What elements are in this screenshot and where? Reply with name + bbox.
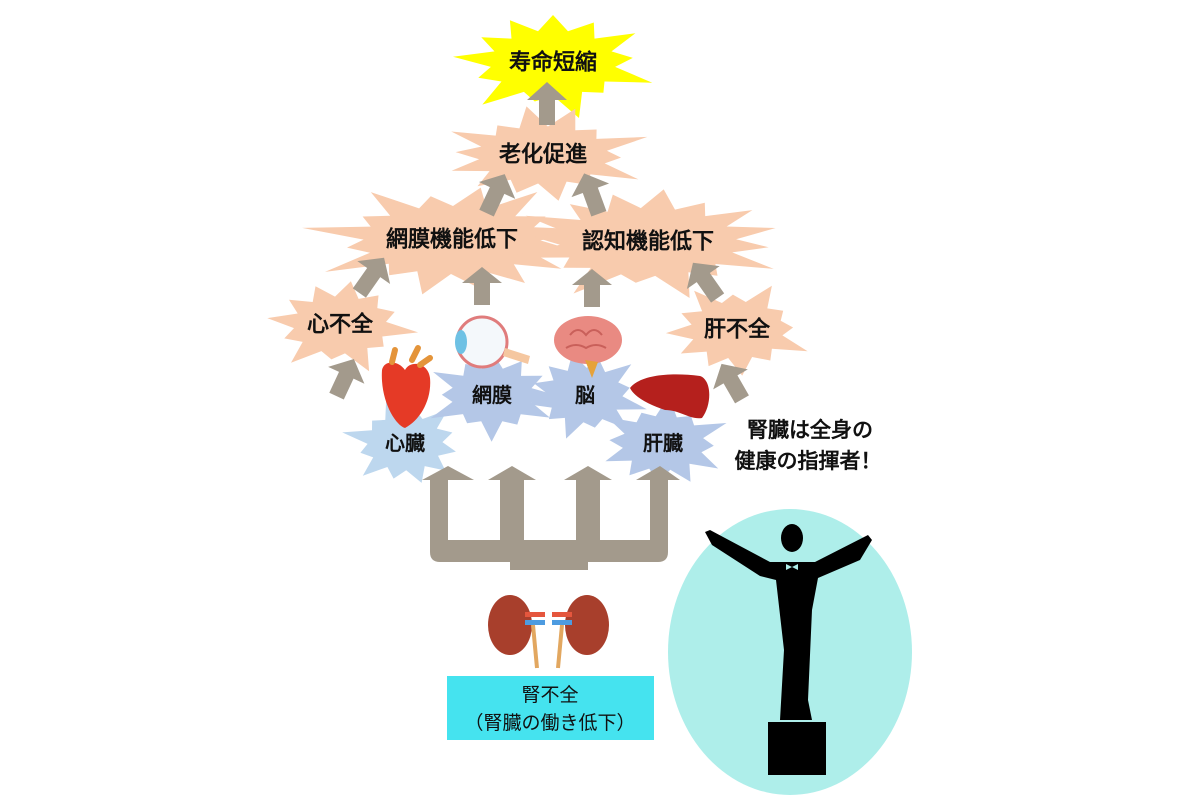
cognitive-decline-label: 認知機能低下 (582, 229, 714, 255)
eye-illustration (455, 315, 530, 369)
kidney-failure-box (447, 676, 654, 740)
brain-illustration (554, 316, 622, 378)
kidney-branch-arrow (422, 466, 680, 570)
liver-failure-label: 肝不全 (704, 317, 771, 343)
liver-failure-star (665, 285, 808, 376)
heart-failure-label: 心不全 (307, 312, 374, 338)
lifespan-star (453, 15, 653, 118)
conductor-caption-line1: 腎臓は全身の (747, 418, 873, 442)
retina-label: 網膜 (472, 383, 512, 407)
arrow-heart-failure-to-retina-decline (352, 257, 391, 298)
heart-star (342, 398, 456, 483)
arrow-retina-to-retina-decline (462, 267, 502, 305)
lifespan-label: 寿命短縮 (509, 50, 597, 76)
aging-label: 老化促進 (498, 142, 587, 168)
brain-label: 脳 (574, 383, 595, 407)
retina-decline-star (302, 187, 594, 295)
liver-illustration (630, 374, 710, 419)
brain-star (527, 353, 647, 439)
retina-star (430, 352, 557, 442)
kidney-failure-subtitle: （腎臓の働き低下） (464, 712, 635, 734)
liver-star (605, 396, 727, 482)
conductor-caption-line2: 健康の指揮者！ (735, 449, 882, 473)
conductor-silhouette-icon (705, 524, 872, 775)
arrows (328, 82, 749, 570)
arrow-liver-to-liver-failure (713, 363, 749, 404)
arrow-brain-to-cognitive-decline (572, 269, 612, 307)
liver-label: 肝臓 (643, 431, 683, 455)
heart-illustration (381, 345, 433, 428)
retina-decline-label: 網膜機能低下 (386, 227, 518, 253)
kidneys-illustration (488, 595, 609, 669)
heart-label: 心臓 (385, 431, 425, 455)
arrow-cognitive-decline-to-aging (571, 173, 610, 217)
arrow-retina-decline-to-aging (478, 174, 516, 217)
kidney-failure-title: 腎不全 (521, 684, 578, 706)
arrow-heart-to-heart-failure (328, 358, 365, 400)
arrow-aging-to-lifespan (527, 82, 567, 125)
arrow-liver-failure-to-cognitive-decline (686, 262, 725, 303)
heart-failure-star (267, 281, 419, 372)
